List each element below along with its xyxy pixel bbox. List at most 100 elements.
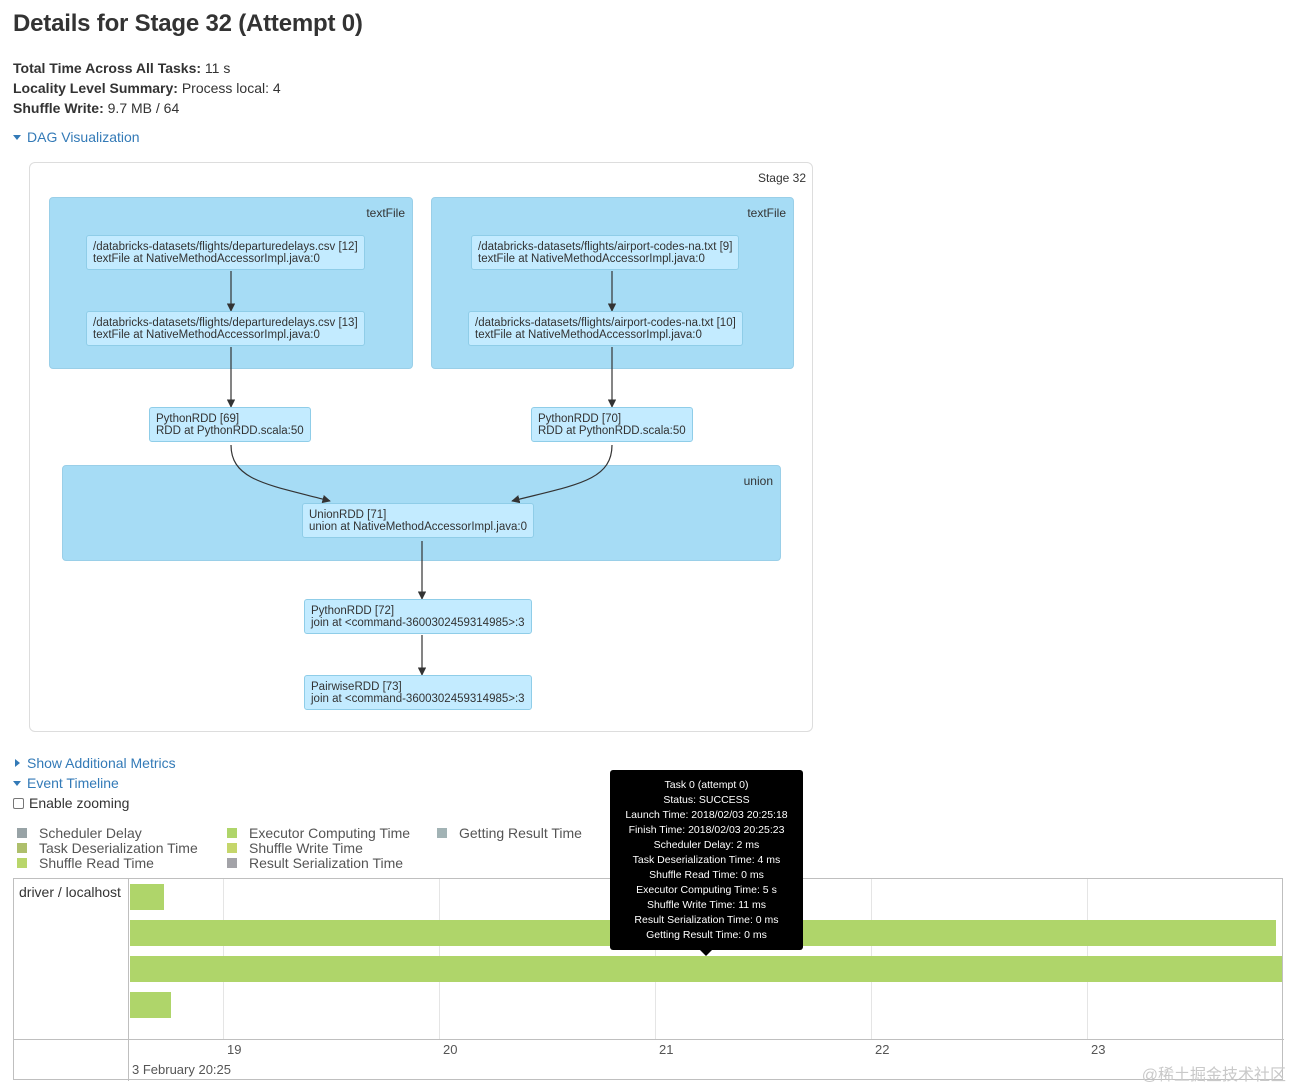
legend-item: Shuffle Read Time xyxy=(17,855,154,871)
legend-label: Shuffle Write Time xyxy=(249,840,363,856)
page-title: Details for Stage 32 (Attempt 0) xyxy=(13,10,363,37)
legend-swatch xyxy=(17,843,27,853)
tooltip-line: Finish Time: 2018/02/03 20:25:23 xyxy=(628,824,785,836)
cluster-label: textFile xyxy=(366,206,405,220)
event-timeline-label: Event Timeline xyxy=(27,775,119,791)
triangle-right-icon xyxy=(15,759,20,767)
watermark: @稀土掘金技术社区 xyxy=(1141,1067,1286,1084)
dag-visualization: Stage 32 textFile textFile union /databr… xyxy=(29,162,813,732)
locality-label: Locality Level Summary: xyxy=(13,80,178,96)
legend-item: Scheduler Delay xyxy=(17,825,142,841)
rdd-node-72[interactable]: PythonRDD [72] join at <command-36003024… xyxy=(304,599,532,634)
legend-label: Executor Computing Time xyxy=(249,825,411,841)
legend-swatch xyxy=(227,858,237,868)
timeline-axis-line xyxy=(14,1039,1284,1040)
rdd-node-12[interactable]: /databricks-datasets/flights/departurede… xyxy=(86,235,365,270)
enable-zooming-label: Enable zooming xyxy=(29,795,130,811)
legend-item: Task Deserialization Time xyxy=(17,840,198,856)
rdd-node-69[interactable]: PythonRDD [69] RDD at PythonRDD.scala:50 xyxy=(149,407,311,442)
rdd-node-callsite: union at NativeMethodAccessorImpl.java:0 xyxy=(309,521,527,533)
tooltip-line: Task 0 (attempt 0) xyxy=(664,779,749,791)
total-time-value: 11 s xyxy=(204,60,231,76)
show-additional-metrics-label: Show Additional Metrics xyxy=(27,755,176,771)
rdd-node-name: /databricks-datasets/flights/departurede… xyxy=(93,241,358,253)
timeline-tick-label: 19 xyxy=(227,1042,242,1057)
timeline-tick-label: 21 xyxy=(659,1042,674,1057)
legend-swatch xyxy=(227,828,237,838)
rdd-node-name: PythonRDD [70] xyxy=(538,413,622,425)
rdd-node-name: /databricks-datasets/flights/airport-cod… xyxy=(475,317,736,329)
rdd-node-70[interactable]: PythonRDD [70] RDD at PythonRDD.scala:50 xyxy=(531,407,693,442)
shuffle-write-row: Shuffle Write: 9.7 MB / 64 xyxy=(13,98,281,118)
rdd-node-callsite: textFile at NativeMethodAccessorImpl.jav… xyxy=(478,253,705,265)
timeline-group-label: driver / localhost xyxy=(19,884,121,900)
triangle-down-icon xyxy=(13,134,21,140)
locality-value: Process local: 4 xyxy=(181,80,281,96)
rdd-node-10[interactable]: /databricks-datasets/flights/airport-cod… xyxy=(468,311,743,346)
locality-row: Locality Level Summary: Process local: 4 xyxy=(13,78,281,98)
rdd-node-callsite: RDD at PythonRDD.scala:50 xyxy=(156,425,304,437)
edge-70-71 xyxy=(511,444,613,504)
timeline-group-divider xyxy=(128,879,129,1081)
event-timeline-toggle[interactable]: Event Timeline xyxy=(13,775,119,791)
rdd-node-name: /databricks-datasets/flights/departurede… xyxy=(93,317,358,329)
dag-visualization-toggle[interactable]: DAG Visualization xyxy=(13,129,140,145)
cluster-label: union xyxy=(743,474,773,488)
rdd-node-9[interactable]: /databricks-datasets/flights/airport-cod… xyxy=(471,235,740,270)
dag-visualization-label: DAG Visualization xyxy=(27,129,140,145)
legend-item: Getting Result Time xyxy=(437,825,582,841)
enable-zooming-checkbox[interactable] xyxy=(13,797,24,809)
dag-edges xyxy=(226,271,617,676)
triangle-down-icon xyxy=(13,780,21,786)
legend-swatch xyxy=(437,828,447,838)
tooltip-caret xyxy=(700,950,712,956)
rdd-node-name: UnionRDD [71] xyxy=(309,509,387,521)
tooltip-line: Status: SUCCESS xyxy=(663,794,750,806)
rdd-node-71[interactable]: UnionRDD [71] union at NativeMethodAcces… xyxy=(302,503,534,538)
tooltip-line: Shuffle Write Time: 11 ms xyxy=(646,899,767,911)
legend-label: Shuffle Read Time xyxy=(39,855,154,871)
tooltip-line: Getting Result Time: 0 ms xyxy=(646,929,767,941)
tooltip-line: Executor Computing Time: 5 s xyxy=(636,884,777,896)
legend-swatch xyxy=(227,843,237,853)
total-time-label: Total Time Across All Tasks: xyxy=(13,60,202,76)
task-bar[interactable] xyxy=(130,884,164,910)
timeline-tick-label: 23 xyxy=(1091,1042,1106,1057)
cluster-label: textFile xyxy=(747,206,786,220)
stage-summary: Total Time Across All Tasks: 11 s Locali… xyxy=(13,58,281,118)
enable-zooming-control[interactable]: Enable zooming xyxy=(13,795,129,811)
task-tooltip: Task 0 (attempt 0) Status: SUCCESS Launc… xyxy=(610,770,803,950)
rdd-node-callsite: textFile at NativeMethodAccessorImpl.jav… xyxy=(475,329,702,341)
rdd-node-name: PairwiseRDD [73] xyxy=(311,681,402,693)
legend-swatch xyxy=(17,828,27,838)
rdd-node-name: /databricks-datasets/flights/airport-cod… xyxy=(478,241,733,253)
rdd-node-callsite: join at <command-3600302459314985>:3 xyxy=(311,693,525,705)
legend-item: Shuffle Write Time xyxy=(227,840,363,856)
tooltip-line: Scheduler Delay: 2 ms xyxy=(653,839,760,851)
timeline-date-label: 3 February 20:25 xyxy=(132,1062,232,1077)
timeline-tick-label: 22 xyxy=(875,1042,890,1057)
rdd-node-callsite: join at <command-3600302459314985>:3 xyxy=(311,617,525,629)
legend-item: Executor Computing Time xyxy=(227,825,410,841)
legend-swatch xyxy=(17,858,27,868)
tooltip-line: Launch Time: 2018/02/03 20:25:18 xyxy=(625,809,788,821)
shuffle-write-label: Shuffle Write: xyxy=(13,100,104,116)
legend-label: Result Serialization Time xyxy=(249,855,404,871)
legend-label: Scheduler Delay xyxy=(39,825,142,841)
tooltip-line: Shuffle Read Time: 0 ms xyxy=(649,869,764,881)
rdd-node-callsite: textFile at NativeMethodAccessorImpl.jav… xyxy=(93,329,320,341)
rdd-node-name: PythonRDD [72] xyxy=(311,605,395,617)
edge-69-71 xyxy=(230,444,331,504)
tooltip-line: Task Deserialization Time: 4 ms xyxy=(632,854,781,866)
legend-label: Getting Result Time xyxy=(459,825,582,841)
rdd-node-73[interactable]: PairwiseRDD [73] join at <command-360030… xyxy=(304,675,532,710)
legend-item: Result Serialization Time xyxy=(227,855,403,871)
task-bar[interactable] xyxy=(130,956,1282,982)
task-bar[interactable] xyxy=(130,992,171,1018)
timeline-tick-label: 20 xyxy=(443,1042,458,1057)
legend-label: Task Deserialization Time xyxy=(39,840,198,856)
rdd-node-13[interactable]: /databricks-datasets/flights/departurede… xyxy=(86,311,365,346)
tooltip-line: Result Serialization Time: 0 ms xyxy=(634,914,779,926)
total-time-row: Total Time Across All Tasks: 11 s xyxy=(13,58,281,78)
show-additional-metrics-toggle[interactable]: Show Additional Metrics xyxy=(13,755,176,771)
